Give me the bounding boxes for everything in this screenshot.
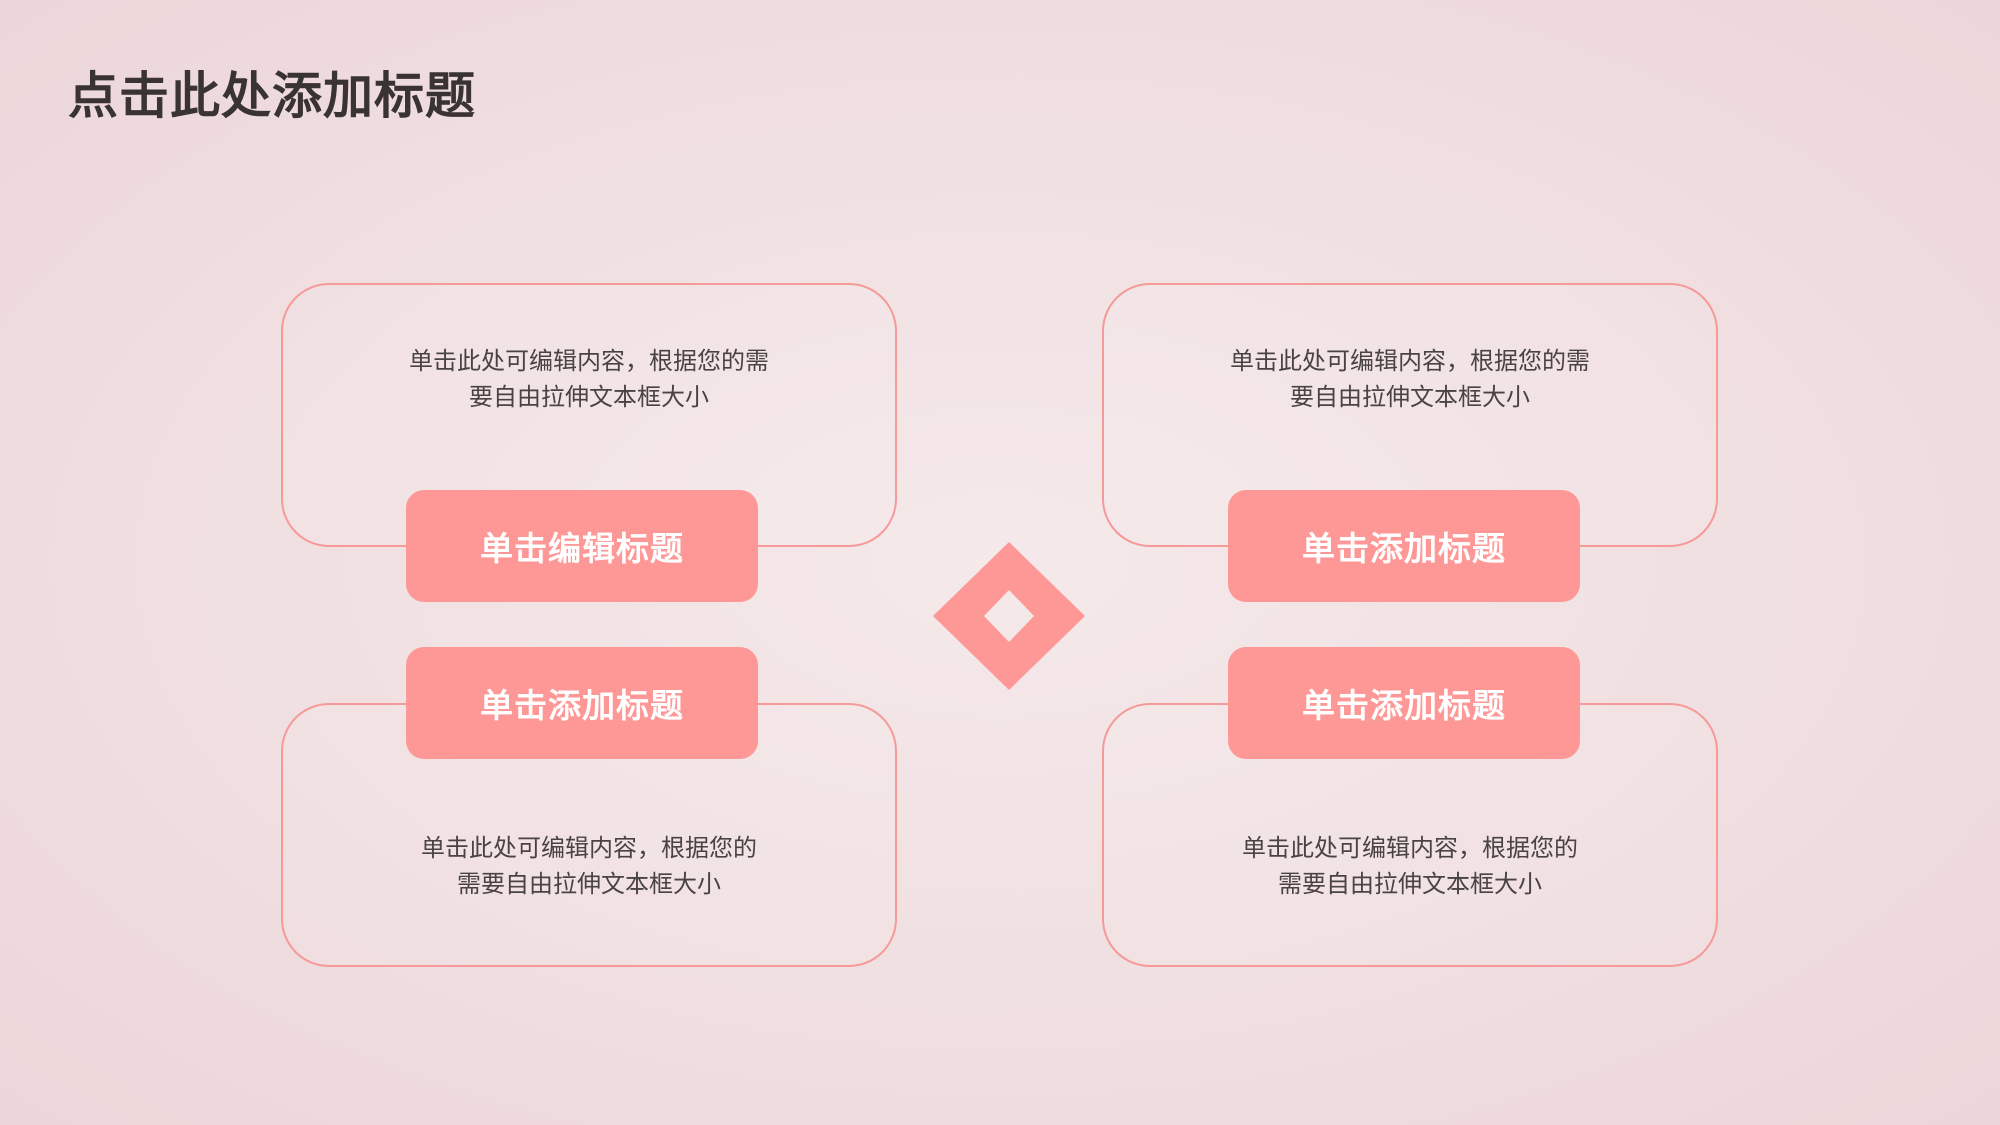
heading-button-bottom-left[interactable]: 单击添加标题 [406,647,758,759]
card-body-bottom-right[interactable]: 单击此处可编辑内容，根据您的 需要自由拉伸文本框大小 [1102,830,1718,902]
card-body-top-left[interactable]: 单击此处可编辑内容，根据您的需 要自由拉伸文本框大小 [281,343,897,415]
card-body-bottom-left[interactable]: 单击此处可编辑内容，根据您的 需要自由拉伸文本框大小 [281,830,897,902]
card-body-line: 单击此处可编辑内容，根据您的 [1242,834,1578,862]
heading-button-top-left[interactable]: 单击编辑标题 [406,490,758,602]
card-body-line: 单击此处可编辑内容，根据您的需 [1230,347,1590,375]
heading-button-bottom-right[interactable]: 单击添加标题 [1228,647,1580,759]
heading-button-top-right[interactable]: 单击添加标题 [1228,490,1580,602]
diamond-split-icon [933,542,1085,690]
slide-title[interactable]: 点击此处添加标题 [68,67,476,125]
card-body-top-right[interactable]: 单击此处可编辑内容，根据您的需 要自由拉伸文本框大小 [1102,343,1718,415]
card-body-line: 单击此处可编辑内容，根据您的 [421,834,757,862]
card-body-line: 要自由拉伸文本框大小 [469,383,709,411]
card-body-line: 需要自由拉伸文本框大小 [457,870,721,898]
card-body-line: 单击此处可编辑内容，根据您的需 [409,347,769,375]
card-body-line: 需要自由拉伸文本框大小 [1278,870,1542,898]
card-body-line: 要自由拉伸文本框大小 [1290,383,1530,411]
